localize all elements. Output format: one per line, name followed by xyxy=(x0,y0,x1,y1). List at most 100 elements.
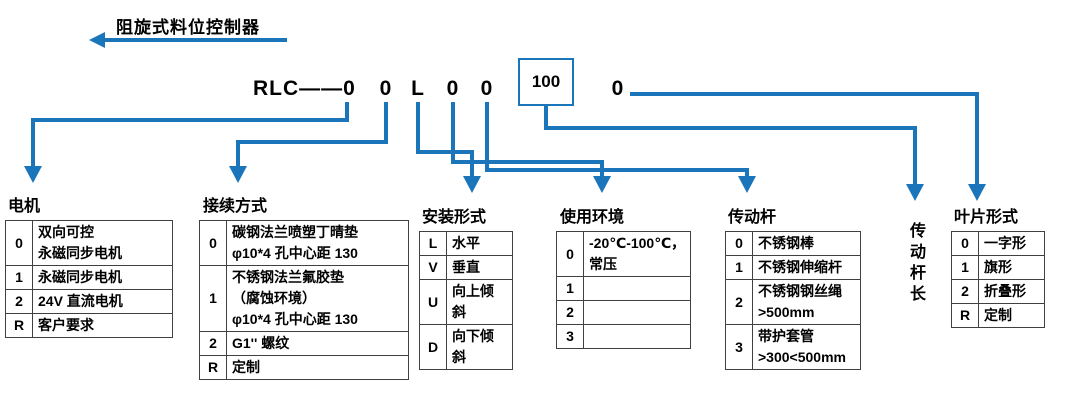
connector-line xyxy=(384,102,388,144)
table-row: 2 G1'' 螺纹 xyxy=(199,331,409,356)
connector-line xyxy=(485,102,489,172)
table-row: 2 不锈钢钢丝绳 >500mm xyxy=(725,279,861,325)
rod-header: 传动杆 xyxy=(728,209,777,226)
connector-line xyxy=(544,106,548,130)
connector-line xyxy=(544,126,917,130)
desc-cell: -20℃-100℃， 常压 xyxy=(582,231,692,277)
desc-cell: 不锈钢钢丝绳 >500mm xyxy=(752,279,861,325)
desc-cell: 向下倾斜 xyxy=(446,324,513,370)
desc-cell: 定制 xyxy=(226,355,409,380)
desc-cell: 永磁同步电机 xyxy=(32,265,173,290)
desc-line: 永磁同步电机 xyxy=(38,245,122,261)
desc-line: φ10*4 孔中心距 130 xyxy=(232,311,358,327)
desc-cell: 垂直 xyxy=(446,255,513,280)
code-cell: 1 xyxy=(199,265,227,332)
environment-header: 使用环境 xyxy=(560,209,625,226)
table-row: 2 折叠形 xyxy=(951,279,1045,304)
code-cell: 1 xyxy=(556,276,584,301)
connector-line xyxy=(236,140,240,168)
desc-line: 水平 xyxy=(452,235,480,251)
code-cell: 1 xyxy=(951,255,979,280)
code-cell: 3 xyxy=(556,324,584,349)
connector-line xyxy=(630,92,979,96)
code-cell: 2 xyxy=(5,289,33,314)
motor-table: 0 双向可控 永磁同步电机 1 永磁同步电机 2 24V 直流电机 R 客户要求 xyxy=(5,220,173,338)
desc-line: 常压 xyxy=(589,256,617,272)
desc-cell: 水平 xyxy=(446,231,513,256)
model-code-segment: 0 xyxy=(446,77,460,100)
desc-cell: G1'' 螺纹 xyxy=(226,331,409,356)
desc-line: G1'' 螺纹 xyxy=(232,335,290,351)
arrow-down-icon xyxy=(24,166,42,183)
connector-line xyxy=(451,160,604,164)
blade-table: 0 一字形 1 旗形 2 折叠形 R 定制 xyxy=(951,231,1045,328)
connector-line xyxy=(236,140,388,144)
table-row: 2 24V 直流电机 xyxy=(5,289,173,314)
table-row: 0 双向可控 永磁同步电机 xyxy=(5,220,173,266)
desc-cell: 双向可控 永磁同步电机 xyxy=(32,220,173,266)
desc-line: （腐蚀环境） xyxy=(232,290,316,306)
page-title: 阻旋式料位控制器 xyxy=(116,18,260,37)
code-cell: 1 xyxy=(5,265,33,290)
boxed-code-text: 100 xyxy=(531,72,561,91)
model-code-prefix: RLC——0 xyxy=(253,77,356,100)
table-row: R 定制 xyxy=(199,355,409,380)
arrow-down-icon xyxy=(593,176,611,193)
code-cell: 3 xyxy=(725,324,753,370)
table-row: 1 旗形 xyxy=(951,255,1045,280)
desc-line: 一字形 xyxy=(984,235,1026,251)
desc-cell: 客户要求 xyxy=(32,313,173,338)
table-row: 0 -20℃-100℃， 常压 xyxy=(556,231,692,277)
table-row: 1 永磁同步电机 xyxy=(5,265,173,290)
desc-line: -20℃-100℃， xyxy=(589,235,686,251)
desc-cell: 不锈钢法兰氟胶垫 （腐蚀环境） φ10*4 孔中心距 130 xyxy=(226,265,409,332)
code-cell: R xyxy=(5,313,33,338)
desc-line: 垂直 xyxy=(452,259,480,275)
table-row: 0 一字形 xyxy=(951,231,1045,256)
code-cell: D xyxy=(419,324,447,370)
code-cell: 2 xyxy=(199,331,227,356)
table-row: 0 碳钢法兰喷塑丁晴垫 φ10*4 孔中心距 130 xyxy=(199,220,409,266)
code-cell: 0 xyxy=(5,220,33,266)
arrow-down-icon xyxy=(906,184,924,201)
desc-line: 永磁同步电机 xyxy=(38,269,122,285)
table-row: U 向上倾斜 xyxy=(419,279,513,325)
code-cell: R xyxy=(199,355,227,380)
desc-cell: 一字形 xyxy=(978,231,1045,256)
table-row: 1 不锈钢法兰氟胶垫 （腐蚀环境） φ10*4 孔中心距 130 xyxy=(199,265,409,332)
arrow-down-icon xyxy=(463,176,481,193)
connection-table: 0 碳钢法兰喷塑丁晴垫 φ10*4 孔中心距 130 1 不锈钢法兰氟胶垫 （腐… xyxy=(199,220,409,380)
desc-line: >500mm xyxy=(758,304,815,320)
connector-line xyxy=(451,102,455,164)
code-cell: 2 xyxy=(951,279,979,304)
connector-line xyxy=(31,118,349,122)
environment-table: 0 -20℃-100℃， 常压 1 2 3 xyxy=(556,231,692,349)
desc-cell: 旗形 xyxy=(978,255,1045,280)
desc-line: >300<500mm xyxy=(758,349,846,365)
table-row: 1 xyxy=(556,276,692,301)
table-row: 2 xyxy=(556,300,692,325)
desc-cell: 不锈钢伸缩杆 xyxy=(752,255,861,280)
desc-line: 向下倾斜 xyxy=(452,328,494,365)
table-row: 3 带护套管 >300<500mm xyxy=(725,324,861,370)
desc-line: 碳钢法兰喷塑丁晴垫 xyxy=(232,224,358,240)
desc-line: 定制 xyxy=(232,359,260,375)
connector-line xyxy=(416,102,420,154)
desc-line: 不锈钢钢丝绳 xyxy=(758,283,842,299)
connector-line xyxy=(975,92,979,186)
connector-line xyxy=(31,118,35,168)
desc-cell: 碳钢法兰喷塑丁晴垫 φ10*4 孔中心距 130 xyxy=(226,220,409,266)
code-cell: 0 xyxy=(951,231,979,256)
desc-cell: 24V 直流电机 xyxy=(32,289,173,314)
model-code-segment: 0 xyxy=(379,77,393,100)
table-row: V 垂直 xyxy=(419,255,513,280)
boxed-code-value: 100 xyxy=(518,58,574,106)
connector-line xyxy=(416,150,474,154)
code-cell: L xyxy=(419,231,447,256)
desc-cell: 不锈钢棒 xyxy=(752,231,861,256)
desc-cell xyxy=(582,300,692,325)
model-code-segment: L xyxy=(411,77,425,100)
model-code-segment: 0 xyxy=(611,77,625,100)
connector-line xyxy=(345,102,349,120)
